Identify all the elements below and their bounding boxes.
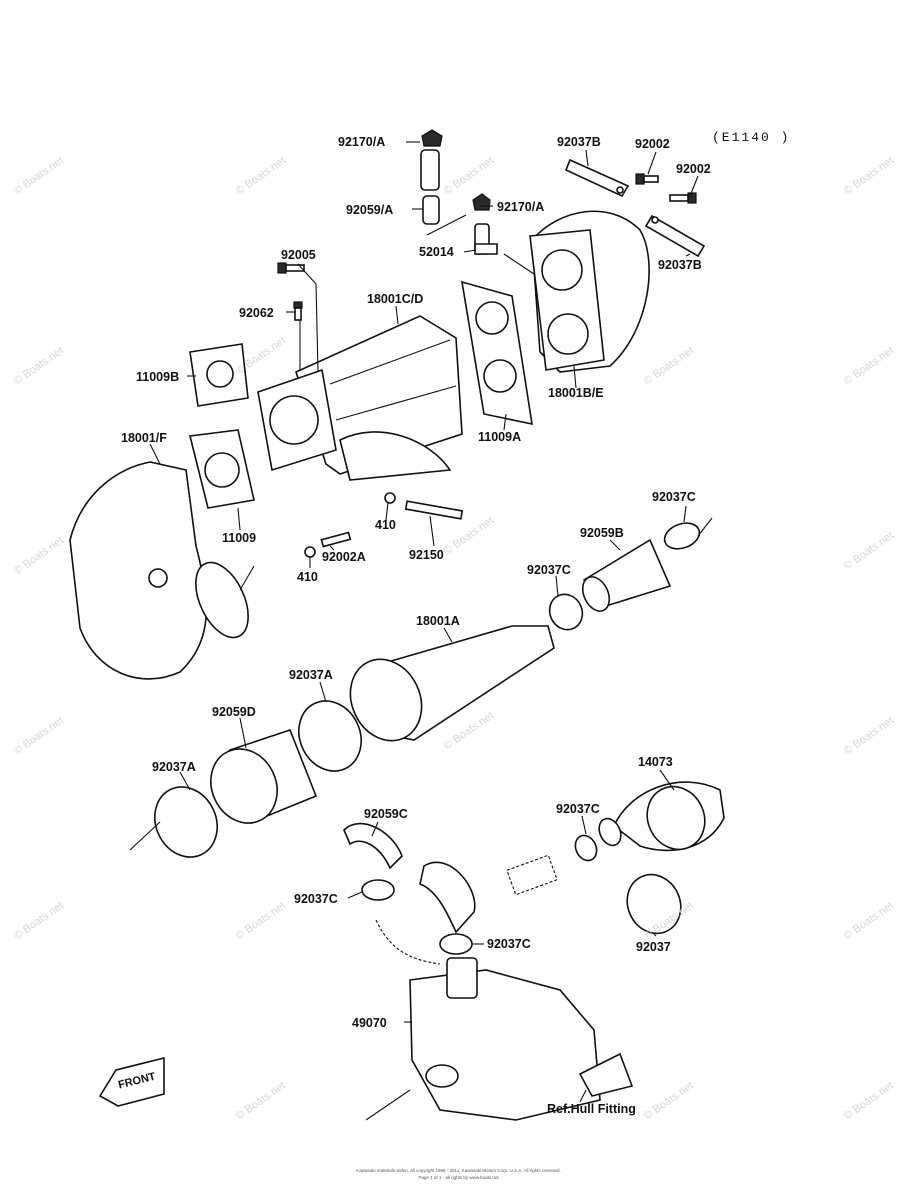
part-92037-clamp — [626, 873, 682, 935]
callout-18001BE: 18001B/E — [548, 386, 604, 400]
part-18001BE-cover — [529, 210, 650, 373]
part-92062-fitting — [293, 301, 303, 321]
part-92002-bolt-b — [669, 192, 697, 204]
callout-410-b: 410 — [297, 570, 318, 584]
part-92037B-bracket-upper — [564, 158, 630, 198]
part-92005-fitting — [277, 262, 305, 274]
callout-92059D: 92059D — [212, 705, 256, 719]
callout-92037C-upper-right: 92037C — [652, 490, 696, 504]
callout-52014: 52014 — [419, 245, 454, 259]
part-hull-fitting-ref — [578, 1052, 634, 1097]
callout-11009: 11009 — [222, 531, 257, 545]
part-92002A-bolt — [320, 531, 352, 548]
callout-92037B-upper: 92037B — [557, 135, 601, 149]
part-18001F-waterbox — [69, 461, 249, 680]
callout-92059B: 92059B — [580, 526, 624, 540]
front-arrow-icon — [98, 1056, 165, 1107]
part-92170A-fitting-top — [420, 129, 443, 225]
copyright-line-2: Page 1 of 1 - all rights by www.boats.ne… — [418, 1175, 499, 1180]
callout-92150: 92150 — [409, 548, 444, 562]
part-11009B-gasket — [189, 343, 249, 407]
callout-18001A: 18001A — [416, 614, 460, 628]
part-92037C-clamp-left — [361, 879, 395, 901]
callout-11009B: 11009B — [136, 370, 180, 384]
part-92002-bolt-a — [635, 173, 659, 185]
part-92037C-clamp-upper-right — [663, 522, 701, 550]
callout-92037B-lower: 92037B — [658, 258, 702, 272]
copyright-line-1: Kawasaki materials within, all copyright… — [356, 1168, 561, 1173]
callout-92005: 92005 — [281, 248, 316, 262]
callout-92059A: 92059/A — [346, 203, 394, 217]
part-92037B-bracket-lower — [644, 214, 706, 258]
callout-14073: 14073 — [638, 755, 673, 769]
ref-hull-fitting-label: Ref.Hull Fitting — [547, 1102, 636, 1116]
callout-92170A-mid: 92170/A — [497, 200, 545, 214]
part-410-washer-b — [304, 546, 316, 558]
callout-92037C-left: 92037C — [294, 892, 338, 906]
part-18001CD-pipe — [257, 315, 463, 481]
part-92059C-hose — [343, 822, 476, 934]
part-92037C-clamp-mid — [548, 593, 584, 631]
part-92037C-clamp-bottom — [439, 933, 473, 955]
callout-410-a: 410 — [375, 518, 396, 532]
part-18001A-pipe — [349, 625, 555, 742]
leader-lines — [129, 141, 713, 1121]
dashed-routing — [375, 854, 558, 965]
callout-92170A-top: 92170/A — [338, 135, 386, 149]
callout-92037A-lower: 92037A — [152, 760, 196, 774]
callout-92002-a: 92002 — [635, 137, 670, 151]
part-92037C-clamp-lower-right — [574, 834, 598, 862]
part-92059B-hose — [581, 538, 672, 612]
callout-18001F: 18001/F — [121, 431, 167, 445]
diagram-code: (E1140 ) — [712, 130, 791, 145]
part-92037A-clamp-upper — [298, 700, 362, 772]
part-92037A-clamp-lower — [154, 786, 218, 858]
part-410-washer-a — [384, 492, 396, 504]
callout-49070: 49070 — [352, 1016, 387, 1030]
part-11009A-gasket — [461, 280, 533, 426]
callout-92037A-upper: 92037A — [289, 668, 333, 682]
part-92059D-hose — [210, 729, 318, 824]
callout-92059C: 92059C — [364, 807, 408, 821]
callout-18001CD: 18001C/D — [367, 292, 424, 306]
callout-92002-b: 92002 — [676, 162, 711, 176]
part-11009-gasket — [189, 429, 255, 509]
part-49070-waterbox — [409, 957, 601, 1121]
callout-92002A: 92002A — [322, 550, 366, 564]
part-92150-bolt — [404, 500, 464, 520]
callout-92037C-mid: 92037C — [527, 563, 571, 577]
callout-92037C-lower-right: 92037C — [556, 802, 600, 816]
part-14073-outlet — [598, 781, 725, 852]
callout-92037: 92037 — [636, 940, 671, 954]
callout-11009A: 11009A — [478, 430, 522, 444]
callout-92037C-bottom: 92037C — [487, 937, 531, 951]
callout-92062: 92062 — [239, 306, 274, 320]
